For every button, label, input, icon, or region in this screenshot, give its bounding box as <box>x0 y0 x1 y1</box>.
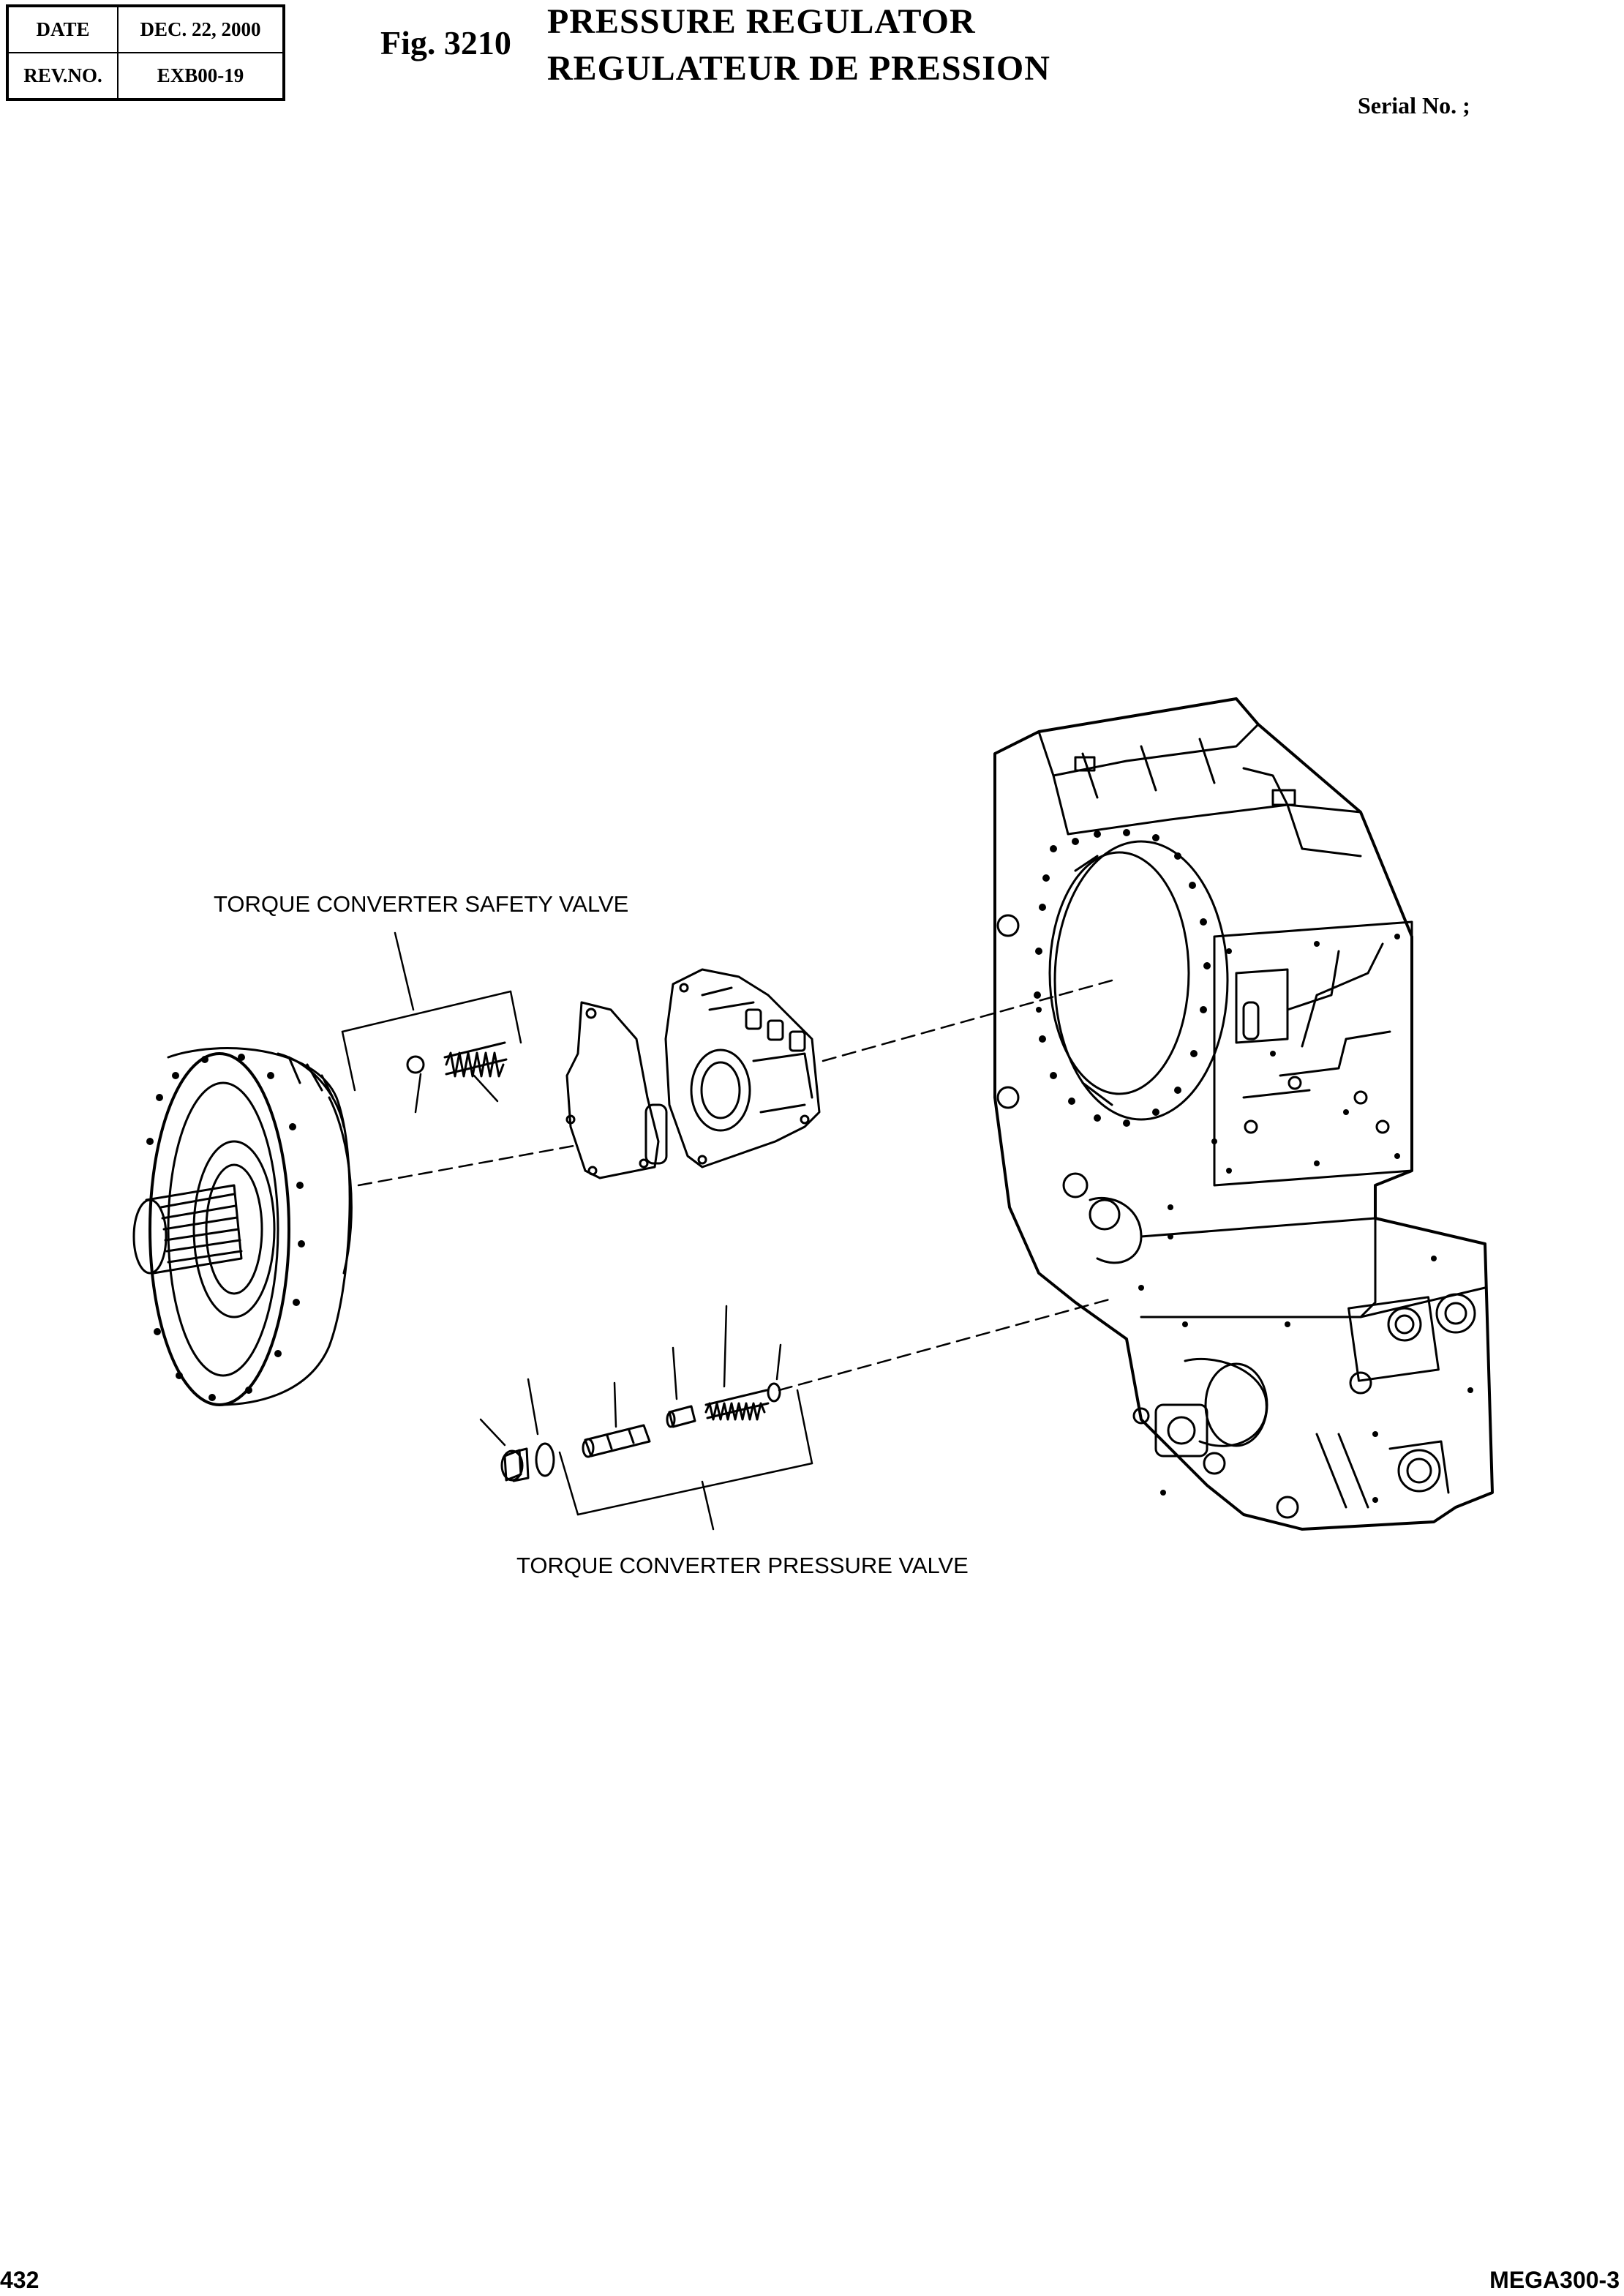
figure-number: Fig. 3210 <box>380 24 511 61</box>
document-code: MEGA300-3 <box>1489 2267 1620 2293</box>
page-title-french: REGULATEUR DE PRESSION <box>547 49 1050 88</box>
revision-info-table: DATE DEC. 22, 2000 REV.NO. EXB00-19 <box>6 4 285 101</box>
pressure-valve-bracket <box>479 1305 813 1531</box>
cover-bolt-holes <box>146 1054 305 1401</box>
serial-number: Serial No. ; <box>1358 92 1470 119</box>
pressure-valve-parts <box>500 1382 781 1482</box>
check-ball <box>406 1055 425 1074</box>
pump-cover-assembly <box>132 1047 353 1406</box>
safety-valve-label: TORQUE CONVERTER SAFETY VALVE <box>214 891 628 917</box>
plug <box>500 1447 530 1482</box>
date-value: DEC. 22, 2000 <box>117 5 285 53</box>
pressure-valve-label: TORQUE CONVERTER PRESSURE VALVE <box>516 1553 969 1578</box>
valve-sleeve <box>666 1405 696 1428</box>
housing-bolt-holes <box>1036 1007 1473 1503</box>
date-label: DATE <box>7 5 119 53</box>
gasket <box>565 1001 668 1179</box>
revision-row: REV.NO. EXB00-19 <box>7 52 285 100</box>
bore-bolt-holes <box>1034 829 1211 1127</box>
page-title: PRESSURE REGULATOR <box>547 2 976 41</box>
valve-body <box>664 968 821 1168</box>
page-number: 432 <box>0 2267 40 2293</box>
safety-valve-spring <box>443 1041 508 1078</box>
valve-piston <box>582 1424 651 1458</box>
valve-block-screws <box>1226 934 1400 1174</box>
revision-value: EXB00-19 <box>117 52 285 100</box>
o-ring <box>535 1442 555 1477</box>
transmission-housing <box>993 697 1494 1531</box>
shim-washer <box>767 1382 781 1403</box>
pressure-valve-spring <box>704 1389 770 1421</box>
date-row: DATE DEC. 22, 2000 <box>7 5 285 53</box>
safety-valve-bracket <box>341 931 522 1114</box>
assembly-lines <box>357 979 1113 1392</box>
safety-valve-parts <box>406 1041 508 1078</box>
revision-label: REV.NO. <box>7 52 119 100</box>
